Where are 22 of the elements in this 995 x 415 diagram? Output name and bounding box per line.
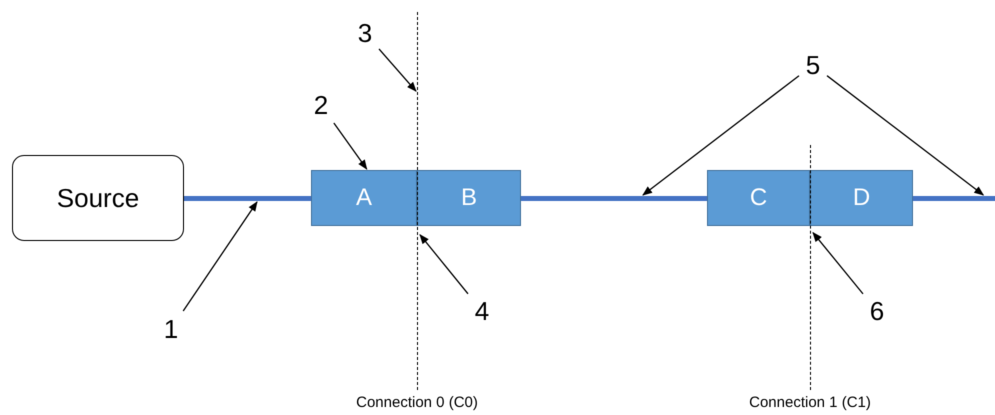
leader-line — [812, 232, 864, 294]
connector-half: A — [311, 170, 417, 226]
plane-label: Connection 1 (C1) — [749, 394, 871, 411]
plane-label: Connection 0 (C0) — [356, 394, 478, 411]
callout-number: 5 — [800, 48, 826, 82]
connector-half: D — [810, 170, 913, 226]
callout-number: 4 — [469, 294, 495, 328]
callout-number: 6 — [864, 294, 890, 328]
connector-half: B — [417, 170, 521, 226]
callout-number: 2 — [308, 88, 334, 122]
leader-line — [378, 48, 417, 92]
leader-line — [182, 201, 258, 312]
leader-line — [333, 122, 368, 170]
connection-plane-line — [417, 12, 418, 390]
leader-line — [419, 234, 468, 294]
leader-line — [826, 75, 984, 196]
leader-line — [642, 75, 800, 196]
connection-plane-line — [810, 145, 811, 390]
connector-half: C — [707, 170, 810, 226]
callout-number: 3 — [352, 16, 378, 50]
source-box: Source — [12, 155, 184, 241]
callout-number: 1 — [158, 312, 184, 346]
